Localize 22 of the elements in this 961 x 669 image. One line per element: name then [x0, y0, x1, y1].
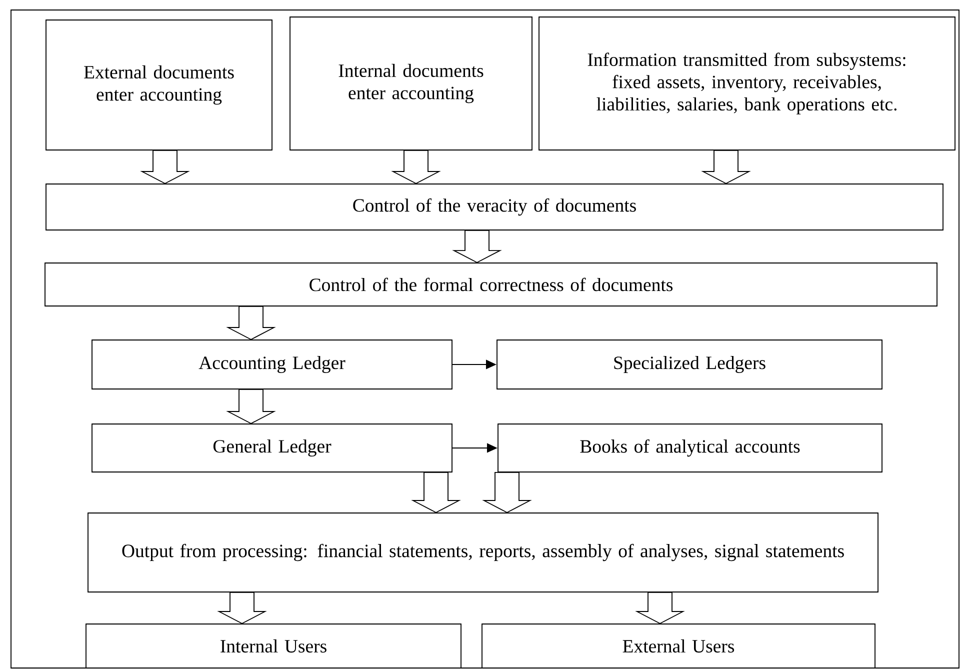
- process-box: Internal Users: [86, 624, 462, 668]
- block-arrow: [226, 389, 276, 424]
- block-arrow: [226, 306, 276, 340]
- block-arrow: [217, 592, 267, 624]
- process-box: External Users: [482, 624, 876, 668]
- process-box: General Ledger: [92, 424, 452, 472]
- block-arrow: [411, 472, 461, 514]
- process-box: Output from processing: financial statements, reports, assembly of analyses, signal statements: [88, 512, 878, 592]
- process-box: Specialized Ledgers: [496, 340, 882, 390]
- block-arrow: [482, 472, 532, 514]
- process-box: Internal documents enter accounting: [290, 16, 532, 150]
- process-box: External documents enter accounting: [46, 20, 272, 150]
- block-arrow: [391, 150, 441, 184]
- block-arrow: [140, 150, 190, 184]
- block-arrow: [701, 150, 751, 184]
- block-arrow: [452, 230, 502, 264]
- process-box: Information transmitted from subsystems: fixed assets, inventory, receivables, liabilities, salaries, bank operations etc.: [538, 16, 956, 150]
- process-box: Books of analytical accounts: [498, 424, 882, 472]
- process-box: Control of the veracity of documents: [46, 184, 944, 230]
- block-arrow: [635, 592, 685, 624]
- process-box: Control of the formal correctness of documents: [44, 262, 938, 306]
- process-box: Accounting Ledger: [92, 340, 452, 390]
